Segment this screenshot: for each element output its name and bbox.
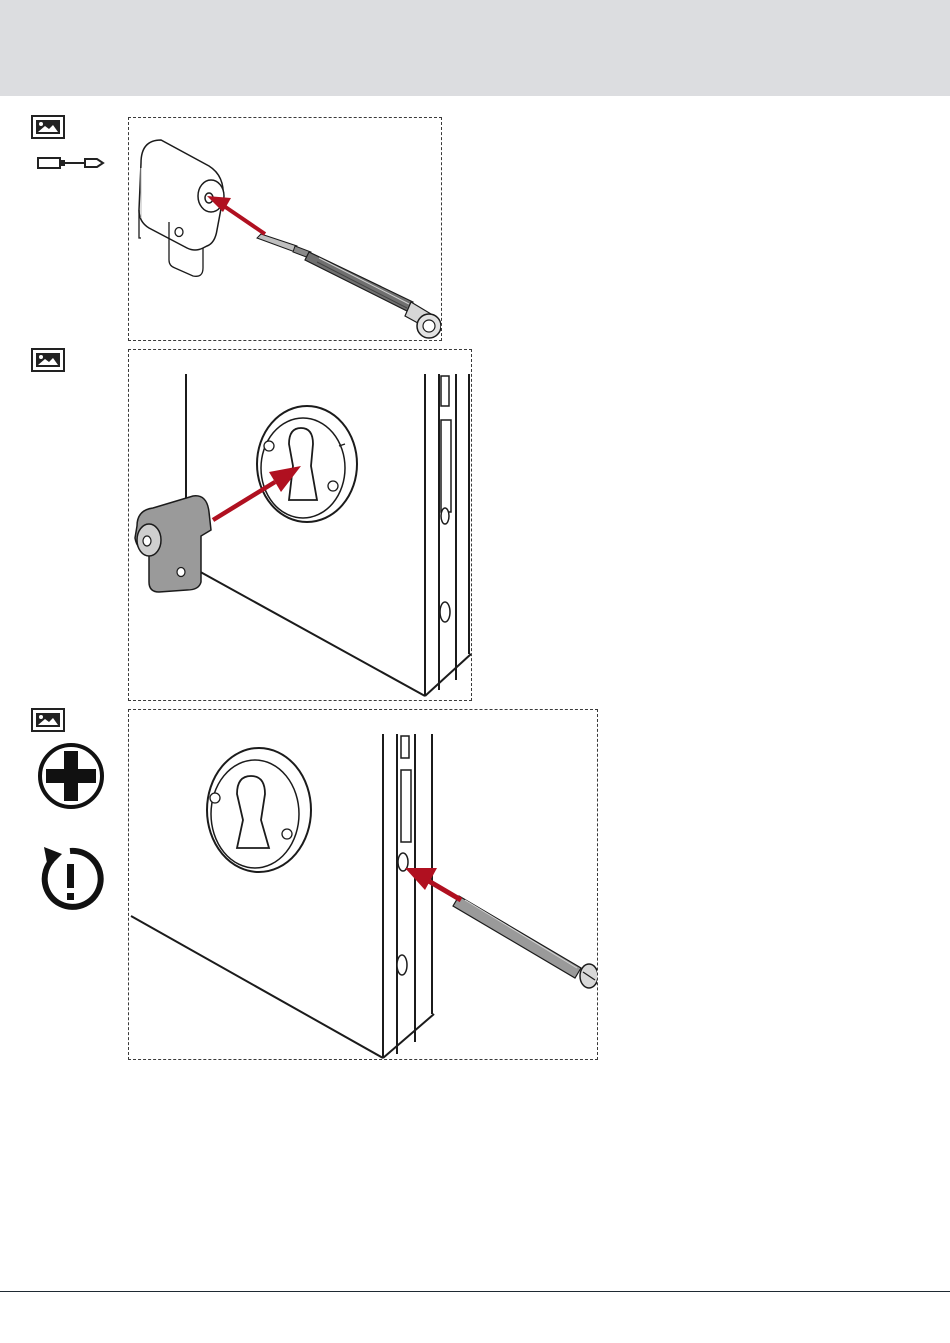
footer-rule xyxy=(0,1291,950,1292)
image-icon xyxy=(31,115,65,139)
step-1-illustration xyxy=(128,117,442,341)
phillips-head-icon xyxy=(37,742,105,810)
screwdriver-icon xyxy=(37,155,105,171)
step-3-illustration xyxy=(128,709,598,1060)
header-bar xyxy=(0,0,950,96)
image-icon xyxy=(31,708,65,732)
step-2-illustration xyxy=(128,349,472,701)
image-icon xyxy=(31,348,65,372)
caution-tighten-icon xyxy=(36,844,106,914)
